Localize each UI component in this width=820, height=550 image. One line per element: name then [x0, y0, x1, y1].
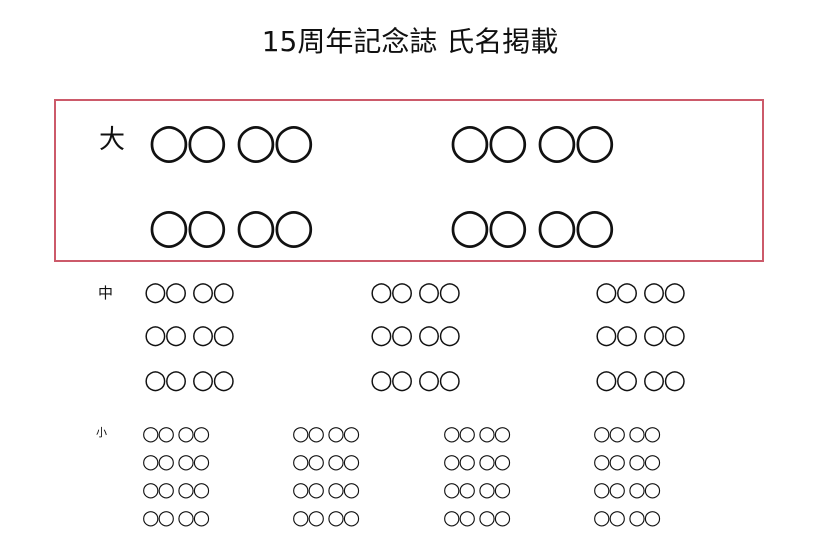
medium-name-placeholder: ○○ ○○	[595, 277, 686, 307]
small-name-placeholder: ○○ ○○	[142, 449, 210, 473]
medium-name-placeholder: ○○ ○○	[595, 365, 686, 395]
small-name-placeholder: ○○ ○○	[593, 449, 661, 473]
small-name-placeholder: ○○ ○○	[593, 421, 661, 445]
small-name-placeholder: ○○ ○○	[443, 421, 511, 445]
medium-name-placeholder: ○○ ○○	[370, 277, 461, 307]
size-label-large: 大	[99, 125, 126, 155]
large-size-section-frame	[54, 99, 764, 262]
large-name-placeholder: ○○ ○○	[148, 198, 315, 254]
small-name-placeholder: ○○ ○○	[443, 505, 511, 529]
medium-name-placeholder: ○○ ○○	[144, 320, 235, 350]
small-name-placeholder: ○○ ○○	[593, 505, 661, 529]
medium-name-placeholder: ○○ ○○	[144, 365, 235, 395]
small-name-placeholder: ○○ ○○	[292, 477, 360, 501]
medium-name-placeholder: ○○ ○○	[370, 320, 461, 350]
large-name-placeholder: ○○ ○○	[449, 198, 616, 254]
small-name-placeholder: ○○ ○○	[142, 477, 210, 501]
small-name-placeholder: ○○ ○○	[142, 505, 210, 529]
large-name-placeholder: ○○ ○○	[449, 113, 616, 169]
small-name-placeholder: ○○ ○○	[292, 449, 360, 473]
small-name-placeholder: ○○ ○○	[443, 449, 511, 473]
small-name-placeholder: ○○ ○○	[443, 477, 511, 501]
medium-name-placeholder: ○○ ○○	[144, 277, 235, 307]
medium-name-placeholder: ○○ ○○	[595, 320, 686, 350]
small-name-placeholder: ○○ ○○	[292, 421, 360, 445]
size-label-small: 小	[96, 426, 107, 439]
small-name-placeholder: ○○ ○○	[292, 505, 360, 529]
page-title: 15周年記念誌 氏名掲載	[261, 25, 559, 58]
large-name-placeholder: ○○ ○○	[148, 113, 315, 169]
size-label-medium: 中	[98, 284, 114, 302]
small-name-placeholder: ○○ ○○	[142, 421, 210, 445]
medium-name-placeholder: ○○ ○○	[370, 365, 461, 395]
small-name-placeholder: ○○ ○○	[593, 477, 661, 501]
